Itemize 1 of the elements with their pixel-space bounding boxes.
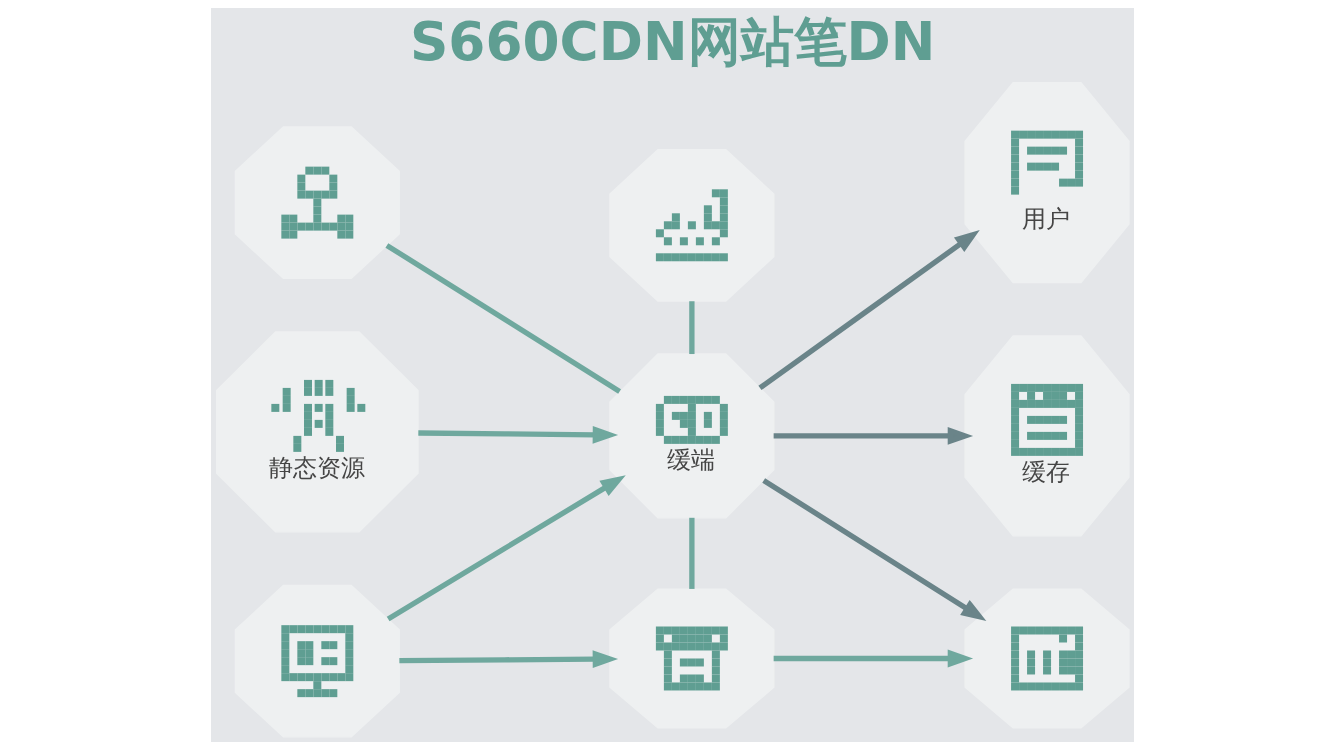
diagram-title: S660CDN网站笔DN: [409, 11, 935, 73]
